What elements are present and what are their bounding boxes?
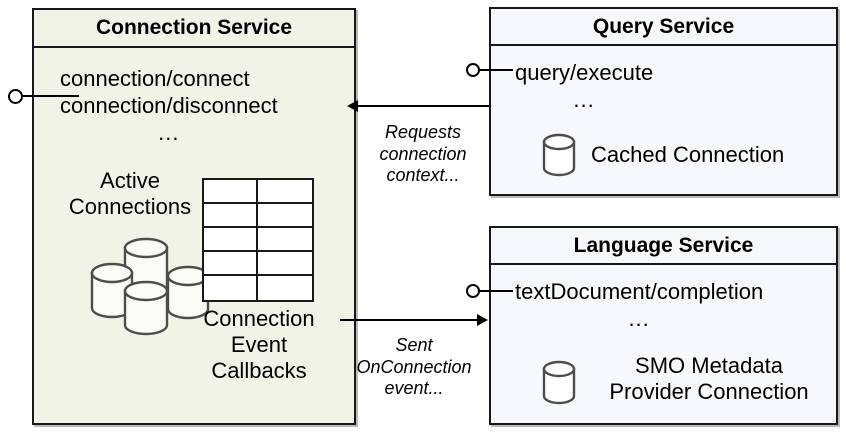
cached-connection-label: Cached Connection (591, 142, 785, 167)
table-cell (258, 252, 312, 276)
table-cell (258, 204, 312, 228)
operation-connection-disconnect: connection/disconnect (60, 92, 278, 118)
connection-service-operations: connection/connect connection/disconnect… (60, 66, 278, 144)
language-service-ellipsis: ... (628, 305, 650, 331)
connection-event-callbacks-table (202, 178, 314, 302)
edge-sent-onconnection-event-line (340, 319, 478, 321)
query-service-title: Query Service (491, 9, 836, 46)
table-cell (258, 180, 312, 204)
component-connection-service[interactable]: Connection Service connection/connect co… (32, 8, 356, 425)
callbacks-line-1: Connection (203, 306, 315, 331)
edge1-label-line-1: Requests (384, 122, 462, 142)
edge-sent-onconnection-event-arrowhead (477, 314, 488, 326)
operation-textdocument-completion: textDocument/completion (515, 279, 764, 304)
smo-resource-line-1: SMO Metadata (635, 353, 783, 378)
table-cell (204, 252, 258, 276)
query-service-provided-interface-icon[interactable] (466, 63, 480, 77)
callbacks-line-2: Event (230, 331, 288, 357)
cached-connection-cylinder (539, 130, 579, 180)
smo-metadata-cylinder (539, 357, 579, 409)
edge1-label-line-3: context... (386, 165, 460, 186)
edge2-label-line-2: OnConnection (356, 356, 472, 377)
connection-service-body: connection/connect connection/disconnect… (34, 48, 354, 423)
smo-metadata-provider-connection-label: SMO Metadata Provider Connection (587, 353, 831, 405)
operation-query-execute: query/execute (515, 60, 654, 85)
edge-requests-connection-context-line (358, 105, 489, 107)
edge2-label-line-3: event... (384, 378, 444, 399)
language-service-provided-interface-icon[interactable] (466, 284, 480, 298)
smo-resource-line-2: Provider Connection (609, 378, 809, 404)
edge1-label-line-2: connection (379, 143, 467, 164)
component-language-service[interactable]: Language Service textDocument/completion… (489, 226, 838, 425)
edge-requests-connection-context-arrowhead (347, 100, 358, 112)
query-service-operations: query/execute ... (515, 60, 653, 111)
cylinder-icon (542, 360, 576, 405)
language-service-operations: textDocument/completion ... (515, 279, 763, 330)
connection-event-callbacks-label: Connection Event Callbacks (184, 306, 334, 384)
edge-label-requests-connection-context: Requests connection context... (356, 122, 490, 187)
active-connections-cylinder-stack (84, 236, 216, 336)
query-service-body: query/execute ... Cached Connection (491, 46, 836, 194)
component-query-service[interactable]: Query Service query/execute ... Cached C… (489, 7, 838, 196)
active-connections-line-2: Connections (68, 193, 192, 219)
operation-connection-connect: connection/connect (60, 66, 250, 91)
cylinder-icon (542, 133, 576, 177)
cylinder-stack-icon (90, 237, 210, 336)
query-service-ellipsis: ... (573, 86, 595, 112)
connection-service-provided-interface-icon[interactable] (8, 89, 23, 104)
edge2-label-line-1: Sent (395, 335, 433, 355)
active-connections-line-1: Active (100, 168, 160, 193)
connection-service-ellipsis: ... (158, 119, 180, 145)
table-cell (204, 276, 258, 300)
connection-service-title: Connection Service (34, 10, 354, 48)
table-cell (204, 228, 258, 252)
table-cell (204, 204, 258, 228)
language-service-body: textDocument/completion ... SMO Metadata… (491, 265, 836, 423)
language-service-title: Language Service (491, 228, 836, 265)
language-service-interface-stem (479, 290, 513, 292)
edge-label-sent-onconnection-event: Sent OnConnection event... (340, 335, 488, 400)
table-cell (258, 276, 312, 300)
connection-service-interface-stem (22, 95, 79, 97)
table-cell (258, 228, 312, 252)
table-cell (204, 180, 258, 204)
active-connections-label: Active Connections (50, 168, 210, 220)
callbacks-line-3: Callbacks (211, 357, 307, 383)
query-service-interface-stem (479, 69, 513, 71)
